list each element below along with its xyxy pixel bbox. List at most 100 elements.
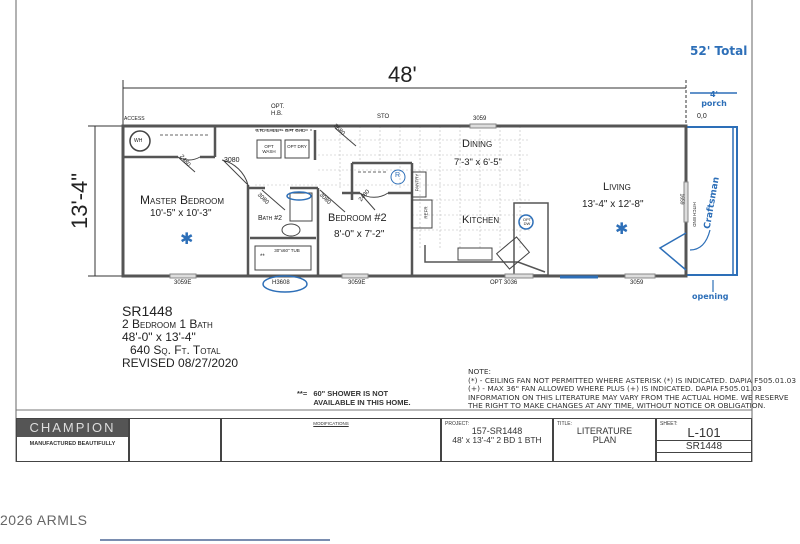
annotation-circle (262, 275, 308, 293)
master-bedroom-size: 10'-5" x 10'-3" (150, 208, 212, 219)
note-line: THE RIGHT TO MAKE CHANGES AT ANY TIME, W… (468, 401, 766, 411)
sink-icon (289, 192, 313, 222)
origin-label: 0,0 (697, 113, 707, 120)
sheet-label: SHEET: (660, 421, 678, 427)
refrigerator (411, 199, 433, 229)
title-line: LITERATURE (576, 426, 633, 436)
revised-date: REVISED 08/27/2020 (122, 356, 239, 370)
modifications-label: MODIFICATIONS (313, 421, 349, 426)
model-info: SR1448 2 Bedroom 1 Bath 48'-0" x 13'-4" … (122, 304, 239, 370)
dishwasher-circle (518, 214, 534, 230)
kitchen-sink-icon (495, 236, 531, 270)
shower-note: **= 60" SHOWER IS NOT AVAILABLE IN THIS … (297, 389, 411, 407)
hitch-end-label: HITCH END (691, 202, 697, 227)
washer-icon (256, 139, 282, 159)
kitchen-counter (424, 245, 546, 273)
window-label: OPT 3036 (490, 280, 518, 286)
tagline: MANUFACTURED BEAUTIFULLY (29, 441, 116, 447)
tub-mark: ** (260, 254, 265, 260)
bath2-label: Bath #2 (258, 215, 283, 222)
sheet-number: L-101 (657, 426, 751, 441)
modifications-block: MODIFICATIONS (221, 418, 441, 462)
window-label: 3059E (348, 280, 366, 286)
note-line: (*) - CEILING FAN NOT PERMITTED WHERE AS… (468, 375, 797, 385)
project-block: PROJECT: 157-SR1448 48' x 13'-4" 2 BD 1 … (441, 418, 553, 462)
ceiling-fan-icon: ✱ (180, 231, 193, 248)
title-label: TITLE: (557, 421, 573, 427)
dryer-label: OPT DRY (287, 144, 307, 149)
dishwasher-label: OPT DW (522, 217, 532, 226)
kitchen-label: Kitchen (462, 214, 500, 226)
dining-label: Dining (462, 138, 493, 150)
door-swing (334, 127, 357, 147)
model-size: 48'-0" x 13'-4" (122, 330, 196, 344)
opt-hose-bib-label: OPT. H.B. (271, 104, 285, 117)
kitchen-island (513, 202, 549, 276)
refrigerator-label: REFR (423, 206, 429, 219)
note-title: NOTE: (468, 367, 492, 376)
project-desc: 48' x 13'-4" 2 BD 1 BTH (452, 435, 542, 445)
door-swing (261, 189, 286, 211)
tub-label: 30"x60" TUB (274, 248, 300, 253)
pantry-label: PANTRY (414, 173, 420, 192)
living-label: Living (603, 181, 631, 193)
watermark: 2026 ARMLS (0, 512, 88, 528)
ceiling-fan-icon: ✱ (615, 221, 628, 238)
door-swing (221, 159, 249, 187)
title-line: PLAN (592, 435, 617, 445)
title-block-blank (129, 418, 221, 462)
width-dimension: 13'-4" (67, 172, 93, 230)
window-3059e-2 (341, 273, 369, 279)
shower-note-line: 60" SHOWER IS NOT (313, 389, 389, 398)
water-heater-icon (129, 130, 151, 152)
beds-baths: 2 Bedroom 1 Bath (122, 317, 213, 331)
champion-logo: CHAMPION (17, 419, 128, 437)
sto-shelf-label: STO SHELF - OPT OHD (256, 128, 306, 133)
door-swing (359, 192, 389, 211)
annotation-circle (286, 191, 312, 201)
door-label: 3080 (224, 157, 240, 164)
fridge-symbol: R (395, 172, 401, 179)
dryer-icon (284, 139, 310, 159)
tile-grid (255, 126, 530, 250)
door-swing (319, 189, 346, 213)
title-field-block: TITLE: LITERATURE PLAN (553, 418, 656, 462)
length-dimension: 48' (388, 62, 417, 87)
sheet-block: SHEET: L-101 SR1448 (656, 418, 752, 462)
champion-logo-block: CHAMPION MANUFACTURED BEAUTIFULLY (16, 418, 129, 462)
window-3059e-1 (169, 273, 197, 279)
front-door-swing (658, 232, 687, 271)
range-icon (457, 247, 493, 261)
window-3059-top (469, 123, 497, 129)
window-1659 (683, 181, 689, 223)
note-line: (+) - MAX 36" FAN ALLOWED WHERE PLUS (+)… (468, 384, 762, 394)
storage-label: STO (377, 114, 390, 120)
project-label: PROJECT: (445, 421, 470, 427)
master-bedroom-label: Master Bedroom (140, 193, 225, 207)
window-label: 3059 (473, 116, 487, 122)
shower-note-mark: **= (297, 389, 308, 398)
living-size: 13'-4" x 12'-8" (582, 199, 644, 210)
bedroom2-label: Bedroom #2 (328, 212, 387, 224)
window-label: 1659 (678, 193, 685, 205)
pantry (411, 171, 427, 198)
window-3059-bottom (624, 273, 656, 279)
legal-note: NOTE: (*) - CEILING FAN NOT PERMITTED WH… (468, 367, 797, 411)
model-sqft: 640 Sq. Ft. Total (130, 343, 221, 357)
door-swing (177, 156, 201, 173)
window-label: 3059E (174, 280, 192, 286)
project-code: 157-SR1448 (471, 426, 523, 436)
water-heater-label: WH (134, 138, 143, 144)
fridge-icon (390, 169, 406, 185)
porch-annotation: 4' porch (701, 90, 727, 108)
access-label: ACCESS (124, 116, 145, 122)
bedroom2-size: 8'-0" x 7'-2" (334, 229, 385, 240)
window-label: 3059 (630, 280, 644, 286)
total-length-annotation: 52' Total (690, 44, 748, 58)
washer-label: OPT WASH (262, 144, 276, 154)
window-opt3036 (504, 273, 534, 279)
note-line: INFORMATION ON THIS LITERATURE MAY VARY … (468, 392, 789, 402)
toilet-icon (281, 223, 301, 237)
dining-size: 7'-3" x 6'-5" (454, 157, 502, 168)
